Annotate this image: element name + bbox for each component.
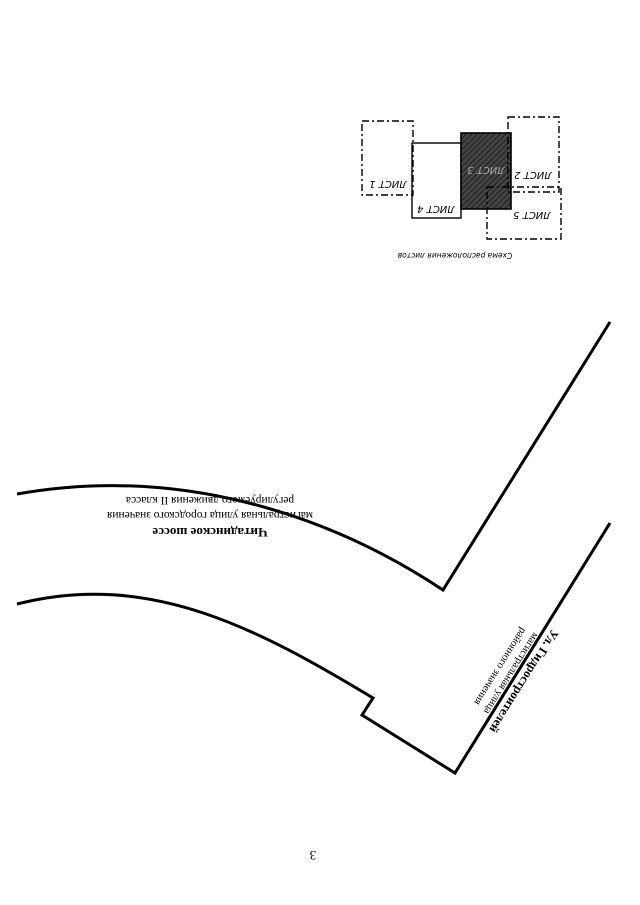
sheet-4-label: ЛИСТ 4 xyxy=(417,203,456,214)
sheet-3-frame xyxy=(460,132,512,210)
chitadinskoe-upper-edge xyxy=(16,321,612,593)
page-number: 3 xyxy=(310,848,317,863)
sheet-1-frame xyxy=(486,186,562,240)
sheet-2-label: ЛИСТ 2 xyxy=(514,169,553,180)
key-plan: ЛИСТ 1 ЛИСТ 4 ЛИСТ 3 ЛИСТ 2 ЛИСТ 5 Схема… xyxy=(361,116,562,260)
chitadinskoe-lower-edge xyxy=(16,522,612,776)
sheet-3-label: ЛИСТ 3 xyxy=(467,164,506,175)
sheet-1-label: ЛИСТ 5 xyxy=(513,209,552,220)
sheet-5-frame xyxy=(361,120,414,196)
chitadinskoe-desc-line1: магистральная улица городского значения xyxy=(106,509,313,521)
sheet-2-frame xyxy=(507,116,560,193)
sheet-5-label: ЛИСТ 1 xyxy=(369,178,408,189)
key-plan-caption: Схема расположения листов xyxy=(398,251,513,260)
gidrostroiteley-label: Ул. Гидростроителей магистральная улица … xyxy=(471,625,561,735)
chitadinskoe-label: Читадинское шоссе магистральная улица го… xyxy=(106,494,313,540)
chitadinskoe-desc-line2: регулируемого движения II класса xyxy=(126,494,294,506)
chitadinskoe-name: Читадинское шоссе xyxy=(152,525,267,540)
